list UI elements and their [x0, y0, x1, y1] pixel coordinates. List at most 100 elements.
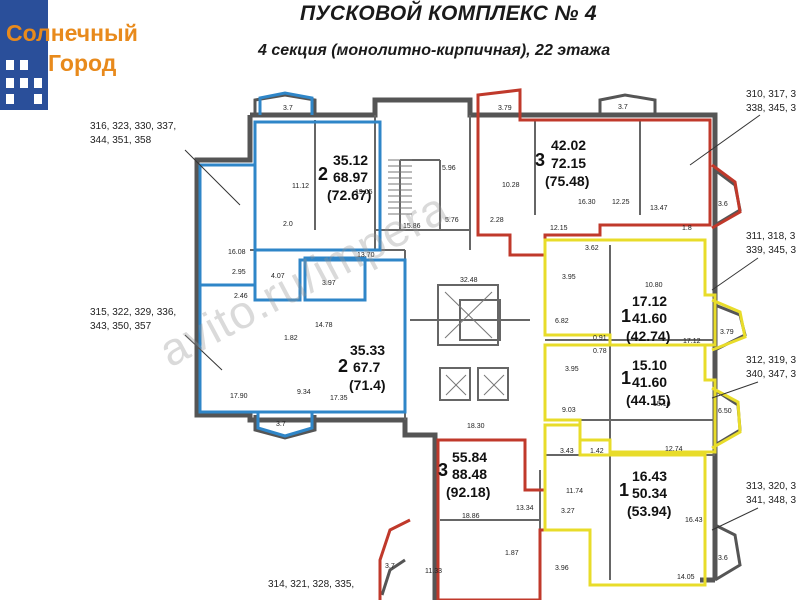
apartment-total-area: 68.97	[333, 169, 368, 185]
room-area: 3.62	[585, 245, 599, 252]
apartment-balcony-area: (75.48)	[545, 173, 589, 189]
room-area: 18.30	[467, 423, 485, 430]
room-area: 2.28	[490, 217, 504, 224]
stairs	[388, 159, 505, 396]
apartment-balcony-area: (42.74)	[626, 328, 670, 344]
note-line: 315, 322, 329, 336,	[90, 307, 177, 318]
note-line: 314, 321, 328, 335,	[268, 579, 355, 590]
note-line: 316, 323, 330, 337,	[90, 121, 177, 132]
logo-building-icon	[0, 0, 48, 110]
room-area: 16.30	[578, 199, 596, 206]
yellow-outline-b-bay	[711, 386, 742, 450]
room-area: 3.95	[565, 366, 579, 373]
room-area: 32.48	[460, 277, 478, 284]
room-area: 17.35	[330, 395, 348, 402]
page-subtitle: 4 секция (монолитно-кирпичная), 22 этажа	[258, 42, 611, 59]
note-314: 314, 321, 328, 335,	[268, 578, 354, 592]
apartment-1-c: 1 16.43 50.34 (53.94)	[619, 468, 671, 519]
room-area: 19.05	[355, 189, 373, 196]
apartment-2-top: 2 35.12 68.97 (72.67)	[318, 152, 371, 203]
note-316: 316, 323, 330, 337, 344, 351, 358	[90, 120, 176, 148]
apartment-rooms: 2	[318, 164, 328, 184]
apartment-total-area: 41.60	[632, 310, 667, 326]
yellow-outline-b	[543, 343, 717, 454]
blue-outline-low	[198, 258, 407, 414]
apartment-balcony-area: (53.94)	[627, 503, 671, 519]
apartment-living-area: 55.84	[452, 449, 487, 465]
apartment-living-area: 42.02	[551, 137, 586, 153]
room-area: 9.03	[562, 407, 576, 414]
room-area: 15.86	[403, 223, 421, 230]
red-outline-top-bay	[711, 163, 742, 230]
note-312: 312, 319, 3 340, 347, 3	[746, 354, 796, 382]
apartment-total-area: 88.48	[452, 466, 487, 482]
leader-lines	[184, 114, 761, 531]
room-area: 11.74	[566, 488, 583, 495]
apartment-rooms: 1	[621, 306, 631, 326]
room-area: 3.7	[618, 104, 628, 111]
room-area: 1.8	[682, 225, 692, 232]
room-area: 14.05	[677, 574, 695, 581]
apartment-rooms: 3	[535, 150, 545, 170]
yellow-outline-c	[543, 423, 707, 587]
note-line: 340, 347, 3	[746, 369, 797, 380]
note-line: 311, 318, 3	[746, 231, 796, 242]
room-area: 16.43	[685, 517, 703, 524]
room-area: 3.79	[498, 105, 512, 112]
note-310: 310, 317, 3 338, 345, 3	[746, 88, 796, 116]
blue-outline-left	[198, 163, 257, 287]
room-area: 6.50	[718, 408, 732, 415]
blue-outline-bath	[303, 256, 367, 302]
room-area: 3.27	[561, 508, 575, 515]
room-area: 13.34	[516, 505, 534, 512]
apartment-rooms: 1	[619, 480, 629, 500]
note-line: 312, 319, 3	[746, 355, 797, 366]
room-area: 3.79	[720, 329, 734, 336]
yellow-outline-a-bay	[711, 298, 747, 352]
logo-line2: Город	[48, 50, 117, 76]
apartment-living-area: 17.12	[632, 293, 667, 309]
blue-outline-low-bay	[256, 412, 314, 438]
room-area: 3.43	[560, 448, 574, 455]
apartment-3-low: 3 55.84 88.48 (92.18)	[438, 449, 490, 500]
room-area: 2.0	[283, 221, 293, 228]
room-area: 0.78	[593, 348, 607, 355]
outer-wall	[194, 97, 718, 600]
note-315: 315, 322, 329, 336, 343, 350, 357	[90, 306, 176, 334]
apartment-rooms: 1	[621, 368, 631, 388]
room-area: 10.80	[645, 282, 663, 289]
room-area: 18.86	[462, 513, 480, 520]
room-area: 9.34	[297, 389, 311, 396]
room-area: 6.82	[555, 318, 569, 325]
room-area: 3.95	[562, 274, 576, 281]
apartment-total-area: 67.7	[353, 359, 380, 375]
note-line: 344, 351, 358	[90, 135, 152, 146]
note-line: 339, 345, 3	[746, 245, 797, 256]
room-area: 11.33	[425, 568, 442, 575]
apartment-3-top: 3 42.02 72.15 (75.48)	[535, 137, 589, 189]
room-area: 2.95	[232, 269, 246, 276]
apartment-balcony-area: (44.15)	[626, 392, 670, 408]
room-area: 17.12	[683, 338, 701, 345]
apartment-summaries: 2 35.12 68.97 (72.67) 3 42.02 72.15 (75.…	[318, 137, 671, 519]
yellow-outline-a	[543, 238, 717, 347]
note-313: 313, 320, 3 341, 348, 3	[746, 480, 796, 508]
room-area: 4.07	[271, 273, 285, 280]
apartment-1-a: 1 17.12 41.60 (42.74)	[621, 293, 670, 344]
room-area: 5.96	[442, 165, 456, 172]
room-labels: 3.7 3.79 3.7 11.12 2.0 19.05 5.96 5.76 1…	[228, 104, 734, 581]
room-area: 3.6	[718, 201, 728, 208]
apartment-rooms: 3	[438, 460, 448, 480]
room-area: 14.78	[315, 322, 333, 329]
room-area: 10.28	[502, 182, 520, 189]
room-area: 1.87	[505, 550, 519, 557]
building-walls	[194, 97, 718, 600]
apartment-outlines	[198, 88, 747, 600]
room-area: 17.90	[230, 393, 248, 400]
note-311: 311, 318, 3 339, 345, 3	[746, 230, 796, 258]
note-line: 338, 345, 3	[746, 103, 797, 114]
apartment-1-b: 1 15.10 41.60 (44.15)	[621, 357, 670, 408]
room-area: 3.6	[718, 555, 728, 562]
apartment-balcony-area: (72.67)	[327, 187, 371, 203]
blue-outline-top-bay	[258, 91, 314, 115]
